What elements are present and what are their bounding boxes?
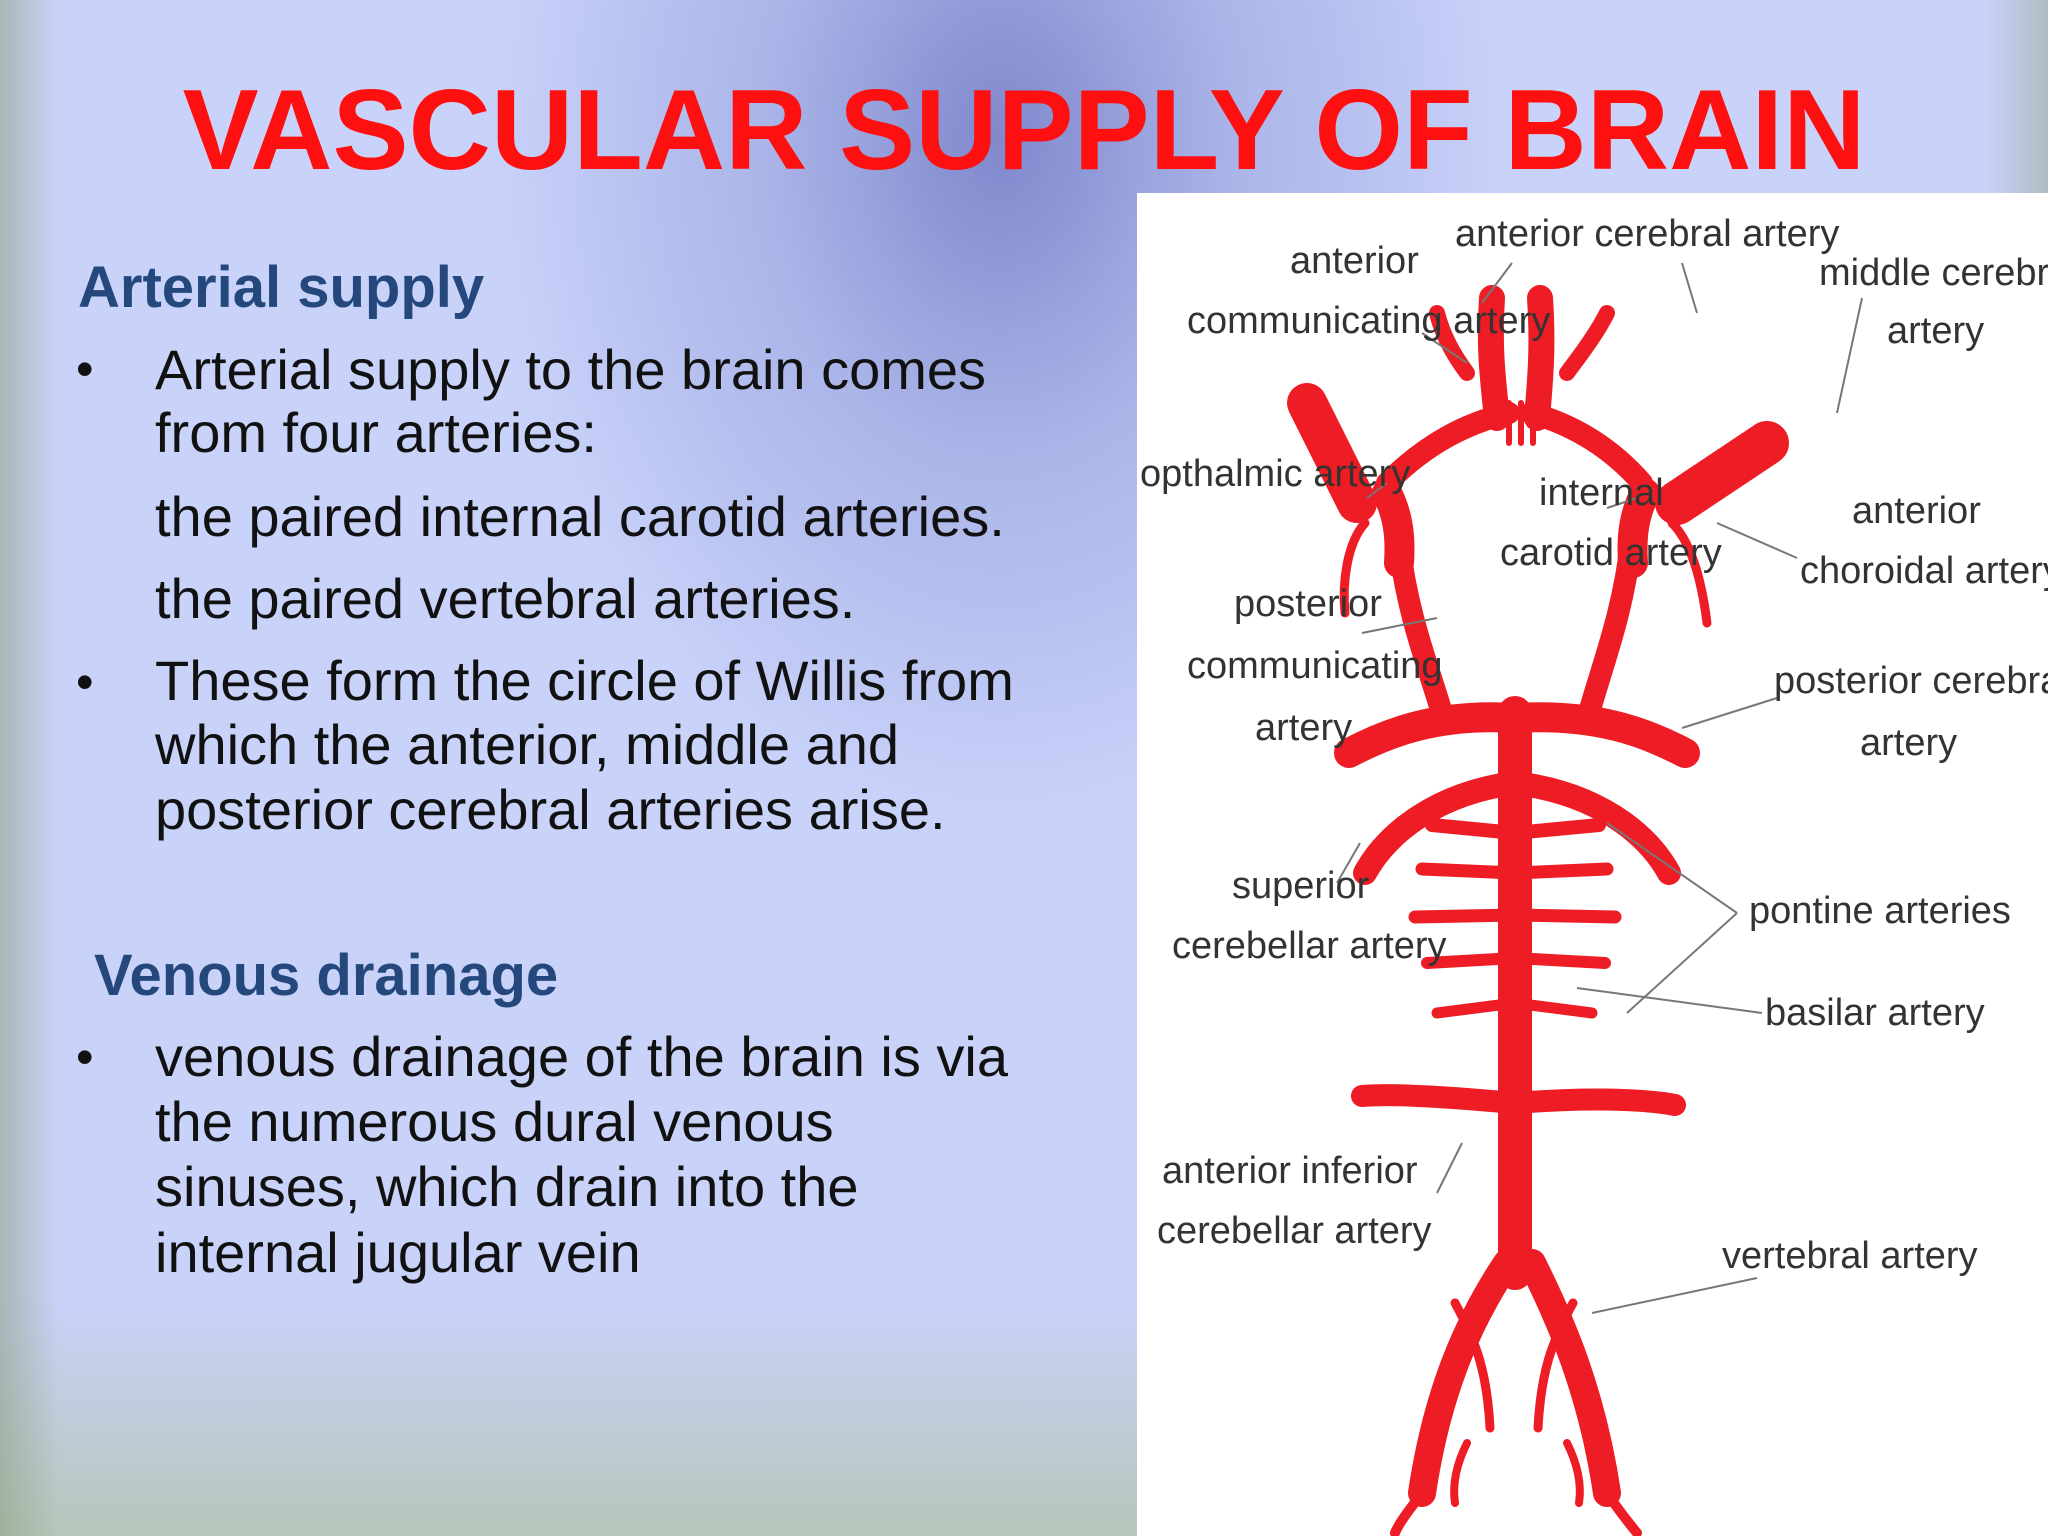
label-posterior-communicating: artery (1255, 707, 1352, 749)
circle-of-willis-diagram: anterior cerebral artery anterior commun… (1137, 193, 2048, 1536)
label-superior-cerebellar: superior (1232, 865, 1370, 907)
label-middle-cerebral: artery (1887, 310, 1984, 352)
bullet-marker: • (76, 1029, 94, 1085)
sub-text-line: the paired internal carotid arteries. (155, 485, 1005, 548)
venous-drainage-heading: Venous drainage (94, 943, 559, 1008)
label-superior-cerebellar: cerebellar artery (1172, 925, 1447, 967)
label-posterior-cerebral: posterior cerebral (1774, 660, 2048, 702)
label-anterior-inferior-cerebellar: anterior inferior (1162, 1150, 1418, 1192)
label-pontine: pontine arteries (1749, 890, 2011, 932)
label-anterior-cerebral: anterior cerebral artery (1455, 213, 1839, 255)
bullet-marker: • (76, 654, 94, 710)
bullet-text-line: which the anterior, middle and (155, 713, 899, 776)
label-middle-cerebral: middle cerebral (1819, 252, 2048, 294)
label-vertebral: vertebral artery (1722, 1235, 1978, 1277)
bullet-marker: • (76, 341, 94, 397)
arterial-supply-heading: Arterial supply (78, 255, 485, 320)
slide-title: VASCULAR SUPPLY OF BRAIN (182, 67, 1866, 194)
label-posterior-communicating: communicating (1187, 645, 1443, 687)
bullet-text-line: sinuses, which drain into the (155, 1155, 859, 1218)
bullet-text-line: These form the circle of Willis from (155, 649, 1014, 712)
diagram-labels: anterior cerebral artery anterior commun… (1140, 213, 2048, 1277)
label-anterior-communicating: communicating artery (1187, 300, 1550, 342)
bullet-text-line: from four arteries: (155, 401, 597, 464)
label-basilar: basilar artery (1765, 992, 1985, 1034)
label-internal-carotid: internal (1539, 472, 1664, 514)
bullet-text-line: the numerous dural venous (155, 1090, 834, 1153)
bullet-text-line: venous drainage of the brain is via (155, 1025, 1008, 1088)
label-anterior-inferior-cerebellar: cerebellar artery (1157, 1210, 1432, 1252)
bullet-text-line: internal jugular vein (155, 1221, 641, 1284)
label-posterior-cerebral: artery (1860, 722, 1957, 764)
bullet-text-line: Arterial supply to the brain comes (155, 338, 987, 401)
label-anterior-choroidal: choroidal artery (1800, 550, 2048, 592)
bullet-text-line: posterior cerebral arteries arise. (155, 778, 946, 841)
label-anterior-communicating: anterior (1290, 240, 1419, 282)
leader-lines (1336, 262, 1863, 1314)
label-anterior-choroidal: anterior (1852, 490, 1981, 532)
label-opthalmic: opthalmic artery (1140, 453, 1410, 495)
label-posterior-communicating: posterior (1234, 583, 1382, 625)
sub-text-line: the paired vertebral arteries. (155, 567, 856, 630)
label-internal-carotid: carotid artery (1500, 532, 1722, 574)
arteries-illustration: anterior cerebral artery anterior commun… (1140, 213, 2048, 1536)
